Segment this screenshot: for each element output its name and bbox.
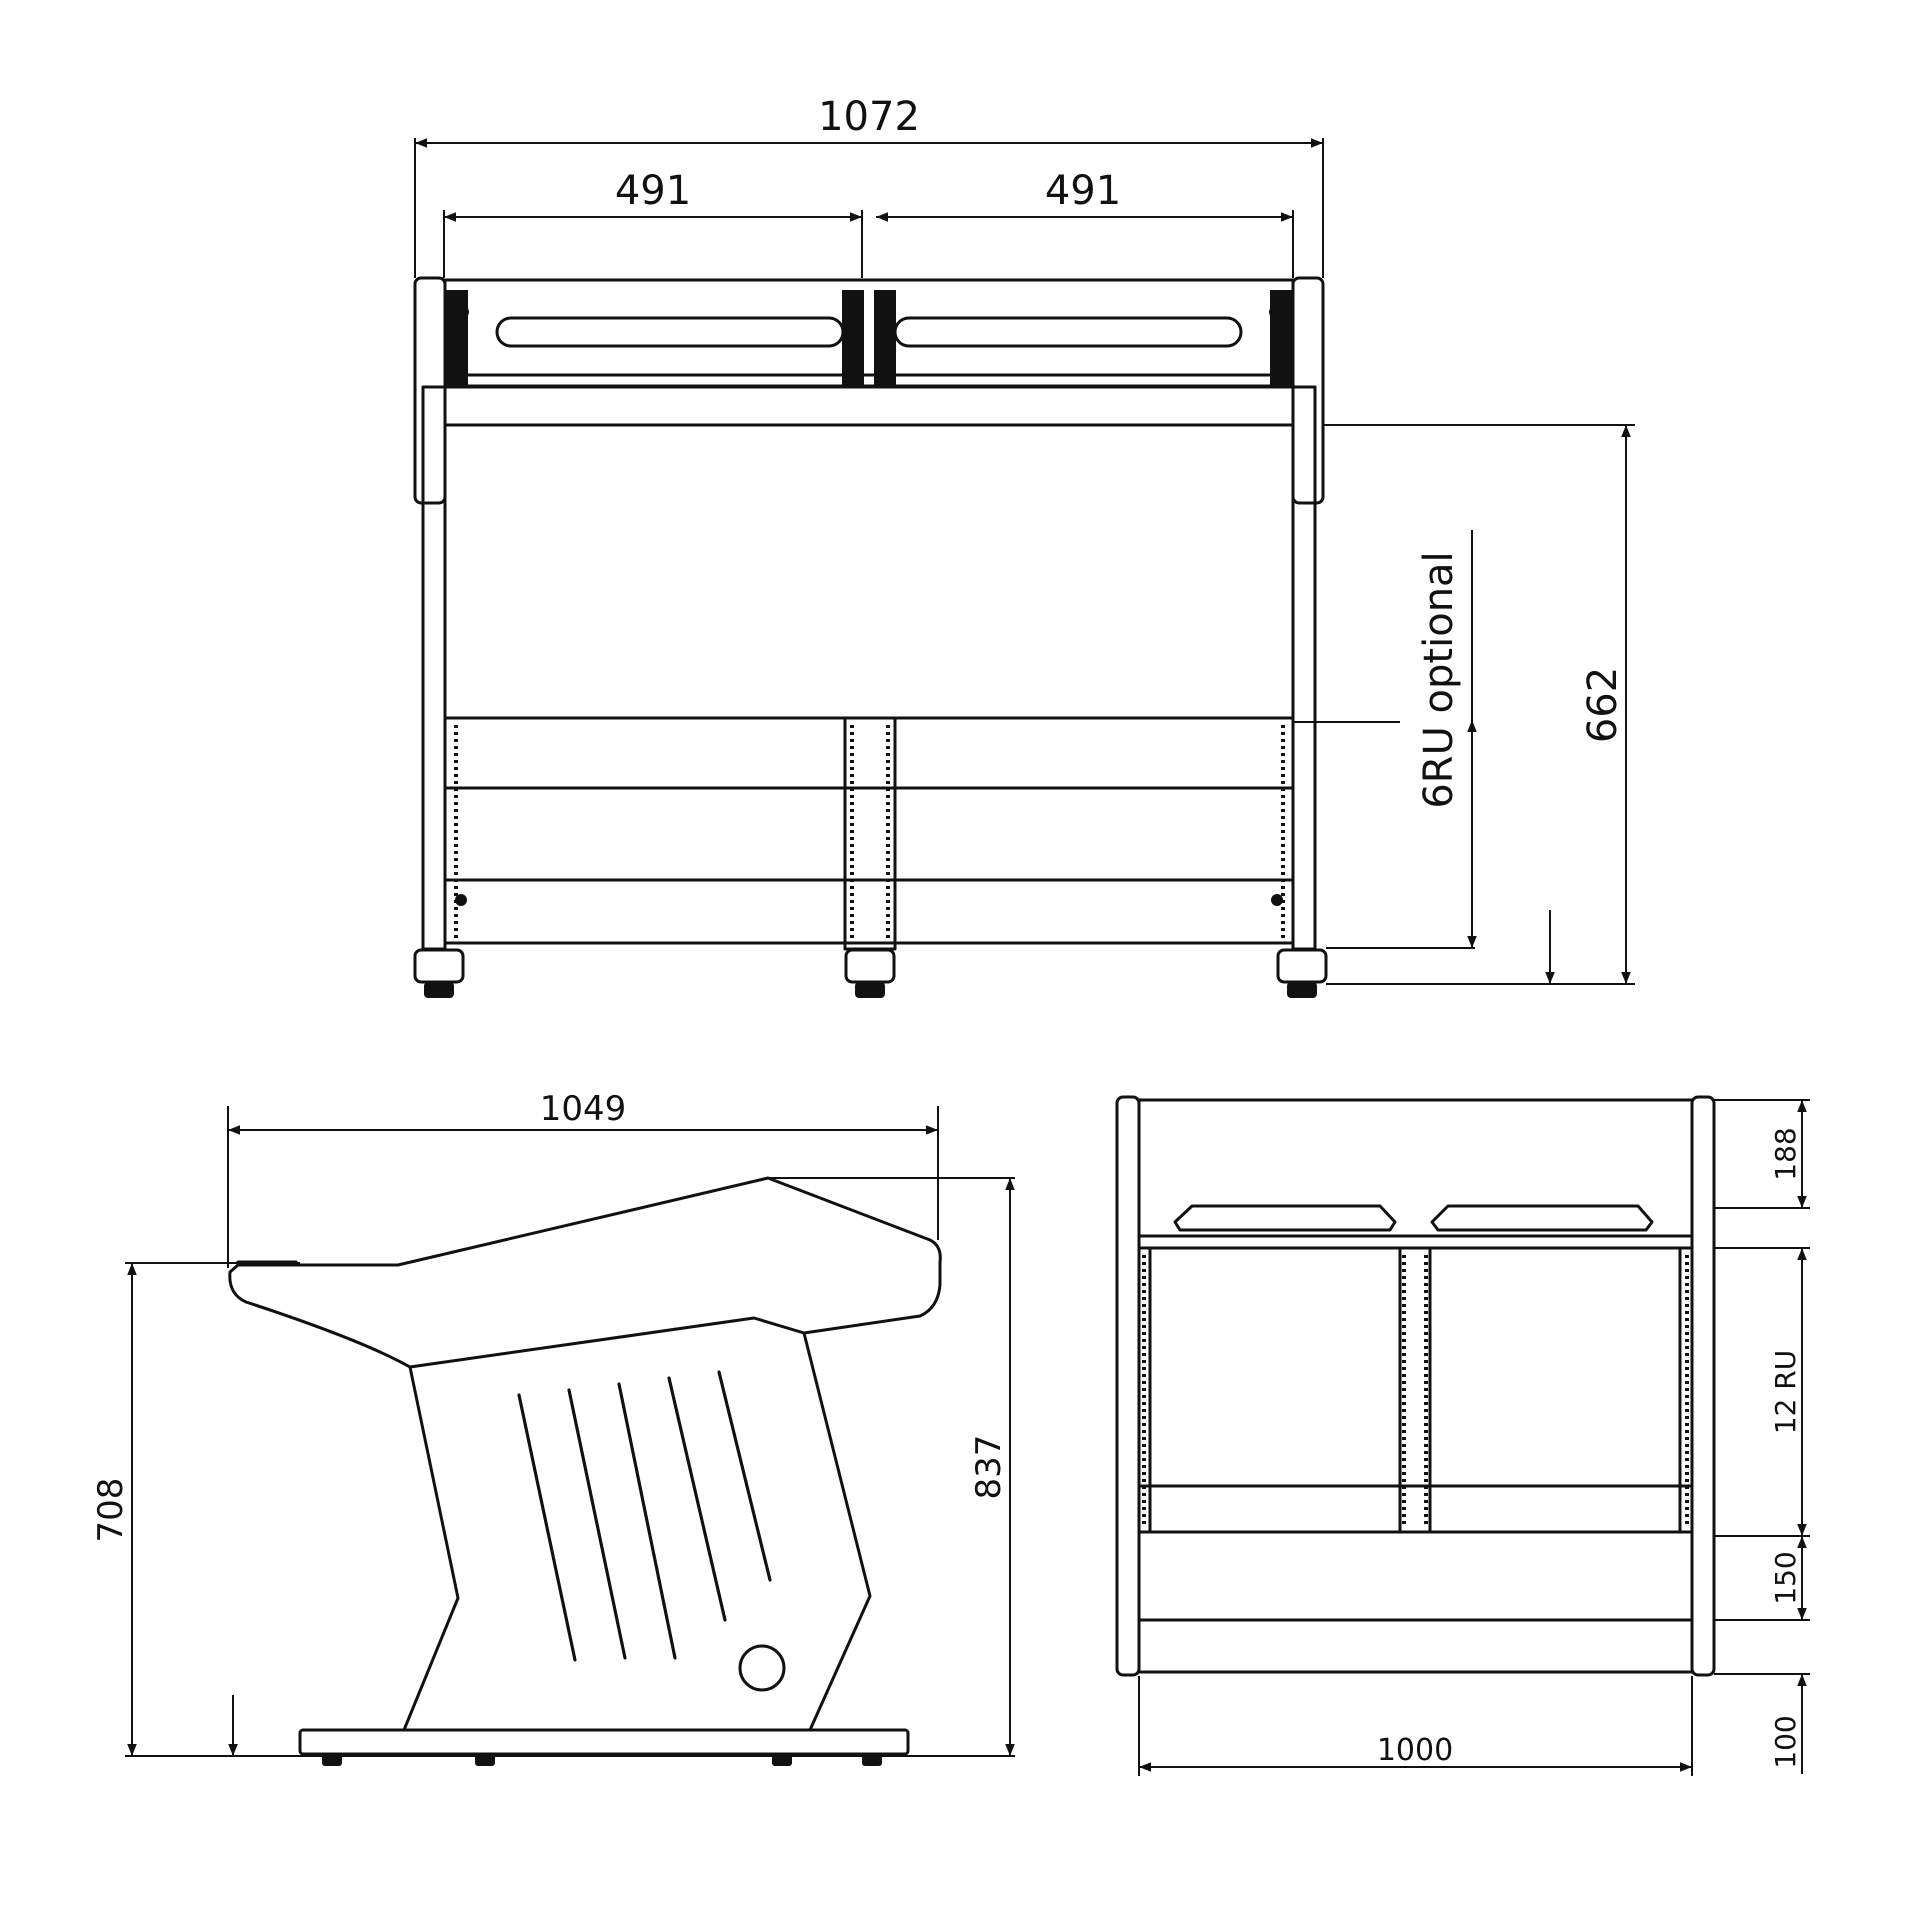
left-side-panel [1115, 1095, 1141, 1677]
overbridge-post [446, 290, 468, 386]
speaker-plate [1173, 1204, 1397, 1232]
foot [1276, 948, 1328, 984]
bottom-depth-label: 100 [1769, 1715, 1802, 1768]
vent-slot-inner [567, 1388, 627, 1660]
vent-slot-inner [717, 1370, 772, 1582]
screw [457, 306, 469, 318]
foot-pad [424, 982, 454, 998]
plan-view: 188 12 RU 150 100 1000 [1115, 1095, 1810, 1776]
console-pedestal [402, 1331, 872, 1732]
right-leg [1291, 385, 1317, 951]
bay-right-width-label: 491 [1045, 168, 1121, 214]
overall-height-label: 662 [1580, 667, 1626, 743]
cable-port [738, 1644, 786, 1692]
front-view: 1072 491 491 [413, 94, 1635, 998]
foot-pad [855, 982, 885, 998]
middle-depth-label: 150 [1769, 1551, 1802, 1604]
console-top [228, 1176, 942, 1369]
screw [455, 894, 467, 906]
left-upper-rail [413, 276, 447, 505]
screw [1271, 894, 1283, 906]
overbridge-frame [443, 278, 1295, 388]
foot-pad [1287, 982, 1317, 998]
plan-width-label: 1000 [1377, 1733, 1453, 1768]
foot [844, 948, 896, 984]
depth-label: 1049 [540, 1089, 627, 1129]
front-height-label: 708 [91, 1478, 131, 1543]
rack-units-label: 12 RU [1769, 1350, 1802, 1434]
rack-note-label: 6RU optional [1416, 551, 1462, 808]
screw [1269, 306, 1281, 318]
vent-slot [893, 316, 1243, 348]
vent-slot-inner [517, 1393, 577, 1662]
vent-slot-inner [617, 1382, 677, 1660]
side-view: 1049 708 83 [91, 1089, 1015, 1766]
bay-left-width-label: 491 [615, 168, 691, 214]
vent-slot [495, 316, 845, 348]
feet [413, 948, 1328, 998]
console-base [298, 1728, 910, 1756]
vent-slot-inner [667, 1376, 727, 1622]
overbridge-post [842, 290, 864, 386]
left-leg [421, 385, 447, 951]
right-upper-rail [1291, 276, 1325, 505]
rear-height-label: 837 [969, 1435, 1009, 1500]
foot [413, 948, 465, 984]
pedestal-vents [517, 1370, 786, 1692]
overbridge-post [874, 290, 896, 386]
overbridge-post [1270, 290, 1292, 386]
desk-top [443, 385, 1295, 427]
right-side-panel [1690, 1095, 1716, 1677]
center-rack-post [1398, 1246, 1432, 1534]
top-depth-label: 188 [1769, 1127, 1802, 1180]
speaker-plate [1430, 1204, 1654, 1232]
overall-width-label: 1072 [818, 94, 920, 140]
